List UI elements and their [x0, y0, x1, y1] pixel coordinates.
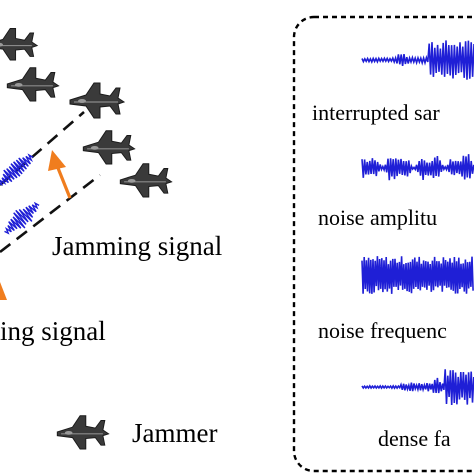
jammer-jet-icon: [69, 82, 125, 119]
beam-line-upper: [0, 111, 85, 186]
jammer-jet-icon: [0, 27, 38, 61]
jamming-wave-packets: [0, 153, 40, 235]
jamming-arrow-head: [48, 150, 66, 171]
jamming-types-panel: interrupted sar noise amplitu noise freq…: [292, 15, 474, 473]
jammer-jet-icon: [6, 67, 60, 102]
beam-lines: [0, 111, 101, 254]
legend-item-label: interrupted sar: [312, 100, 440, 125]
legend-item-label: noise amplitu: [318, 205, 437, 230]
jamming-arrow-shaft: [56, 167, 72, 199]
waveform-interrupted-sampling: [361, 40, 474, 80]
jammer-legend-label: Jammer: [132, 418, 217, 448]
orange-arrows: [0, 150, 72, 300]
jammer-jet-icon: [82, 130, 136, 165]
jamming-signal-label: Jamming signal: [52, 231, 222, 261]
legend-item-label: dense fa: [378, 426, 451, 451]
wave-packet-upper: [0, 153, 34, 186]
wave-packet-lower: [4, 201, 40, 235]
beam-line-lower: [0, 173, 101, 254]
waveform-dense-false-target: [361, 369, 474, 406]
waveform-noise-frequency: [361, 256, 474, 294]
waveform-noise-amplitude: [361, 154, 474, 181]
panel-waveforms: [361, 40, 474, 406]
legend-item-label: noise frequenc: [318, 318, 447, 343]
jammer-jet-icon: [119, 163, 173, 198]
jammer-legend-icon: [56, 415, 110, 450]
echo-signal-label: ing signal: [0, 316, 106, 346]
echo-arrow-head: [0, 282, 7, 300]
